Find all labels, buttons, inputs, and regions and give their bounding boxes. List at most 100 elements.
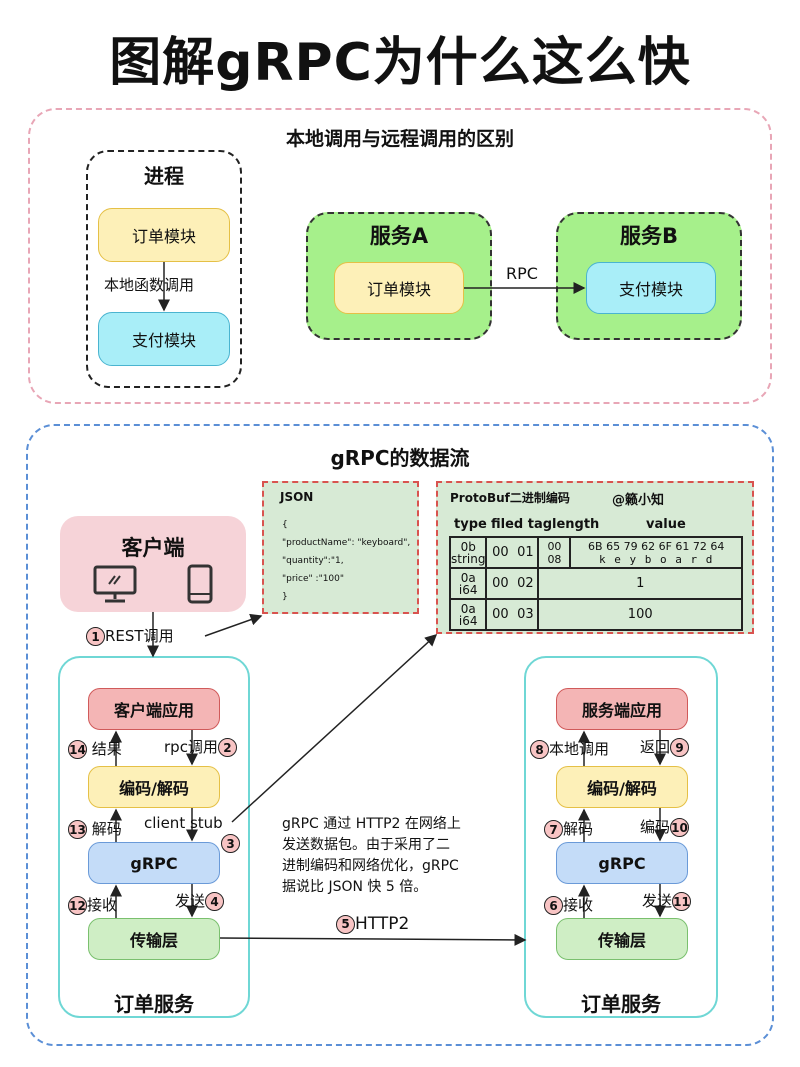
step-text: 本地调用 xyxy=(549,740,610,758)
pb-value-cell: 1 xyxy=(537,567,743,600)
page-title: 图解gRPC为什么这么快 xyxy=(109,33,691,93)
phone-icon xyxy=(187,564,213,604)
pb-field-cell: 00 xyxy=(485,567,514,600)
note-line: 据说比 JSON 快 5 倍。 xyxy=(282,879,428,895)
server-app-box: 服务端应用 xyxy=(556,688,688,730)
step-number: 12 xyxy=(68,896,87,915)
service-a-order-module: 订单模块 xyxy=(334,262,464,314)
grpc-dataflow-section xyxy=(26,424,774,1046)
local-vs-remote-section xyxy=(28,108,772,404)
process-title: 进程 xyxy=(144,164,184,188)
pb-hex: 6B 65 79 62 6F 61 72 64 xyxy=(588,539,725,553)
json-line: "productName": "keyboard", xyxy=(282,538,411,548)
client-app-box: 客户端应用 xyxy=(88,688,220,730)
pb-tag-cell: 01 xyxy=(513,536,540,569)
process-pay-module: 支付模块 xyxy=(98,312,230,366)
watermark: @籁小知 xyxy=(612,493,665,508)
left-service-title: 订单服务 xyxy=(114,992,194,1016)
client-card xyxy=(60,516,246,612)
step-number: 14 xyxy=(68,740,87,759)
table-row: 0a i64 00 02 1 xyxy=(448,567,743,600)
pb-type-cell: 0b string xyxy=(448,536,488,569)
step13-label: 13 解码 xyxy=(68,818,122,839)
json-line: "quantity":"1, xyxy=(282,556,344,566)
step-text: rpc调用 xyxy=(164,738,218,756)
protobuf-title: ProtoBuf二进制编码 xyxy=(450,491,570,505)
step11-label: 发送11 xyxy=(642,890,692,911)
right-service-title: 订单服务 xyxy=(581,992,661,1016)
http2-label: HTTP2 xyxy=(355,914,410,934)
pb-field-cell: 00 xyxy=(485,536,514,569)
left-codec-box: 编码/解码 xyxy=(88,766,220,808)
rpc-label: RPC xyxy=(506,264,538,283)
service-b-title: 服务B xyxy=(619,224,678,248)
pb-type-cell: 0a i64 xyxy=(448,598,488,631)
service-b-pay-module: 支付模块 xyxy=(586,262,716,314)
pb-field-cell: 00 xyxy=(485,598,514,631)
step-text: 解码 xyxy=(91,820,122,838)
protobuf-table: 0b string 00 01 00 08 6B 65 79 62 6F 61 … xyxy=(448,536,743,631)
pb-value-cell: 100 xyxy=(537,598,743,631)
step-text: 发送 xyxy=(175,892,206,910)
right-grpc-box: gRPC xyxy=(556,842,688,884)
pb-header-type: type xyxy=(454,517,487,532)
left-grpc-box: gRPC xyxy=(88,842,220,884)
pb-ascii: k e y b o a r d xyxy=(599,552,714,566)
json-panel xyxy=(262,481,419,614)
pb-length-cell: 00 08 xyxy=(537,536,572,569)
step-text: 编码 xyxy=(640,818,671,836)
pb-value-cell: 6B 65 79 62 6F 61 72 64 k e y b o a r d xyxy=(569,536,743,569)
step-number: 7 xyxy=(544,820,563,839)
step-text: REST调用 xyxy=(105,627,174,645)
step-text: 返回 xyxy=(640,738,671,756)
process-order-module: 订单模块 xyxy=(98,208,230,262)
step10-label: 编码10 xyxy=(640,816,690,837)
pb-header-length: length xyxy=(552,517,600,532)
process-container xyxy=(86,150,242,388)
step-number: 2 xyxy=(217,738,237,757)
right-codec-box: 编码/解码 xyxy=(556,766,688,808)
json-title: JSON xyxy=(280,490,314,504)
step-number: 6 xyxy=(544,896,563,915)
step-number: 3 xyxy=(221,834,240,853)
pb-tag-cell: 02 xyxy=(513,567,540,600)
step-text: client stub xyxy=(144,814,223,832)
monitor-icon xyxy=(93,565,137,603)
step-text: 发送 xyxy=(642,892,673,910)
step-number: 4 xyxy=(205,892,225,911)
step12-label: 12接收 xyxy=(68,894,117,915)
step-number: 10 xyxy=(670,818,690,837)
pb-type-cell: 0a i64 xyxy=(448,567,488,600)
section2-heading: gRPC的数据流 xyxy=(330,446,470,470)
note-line: gRPC 通过 HTTP2 在网络上 xyxy=(282,816,461,832)
client-title: 客户端 xyxy=(121,536,185,560)
right-transport-box: 传输层 xyxy=(556,918,688,960)
step-text: 接收 xyxy=(87,896,118,914)
service-a-title: 服务A xyxy=(369,224,429,248)
step-number: 5 xyxy=(336,914,355,934)
table-row: 0b string 00 01 00 08 6B 65 79 62 6F 61 … xyxy=(448,536,743,569)
right-order-service xyxy=(524,656,718,1018)
left-transport-box: 传输层 xyxy=(88,918,220,960)
step14-label: 14 结果 xyxy=(68,738,122,759)
step-number: 9 xyxy=(670,738,690,757)
step-text: 解码 xyxy=(563,820,594,838)
section1-heading: 本地调用与远程调用的区别 xyxy=(285,128,514,150)
step-text: 接收 xyxy=(563,896,594,914)
step-number: 13 xyxy=(68,820,87,839)
json-body: { "productName": "keyboard", "quantity":… xyxy=(282,516,410,606)
pb-tag-cell: 03 xyxy=(513,598,540,631)
step-number: 8 xyxy=(530,740,549,759)
json-line: } xyxy=(282,592,288,602)
step-text: 结果 xyxy=(91,740,122,758)
step3-number: 3 xyxy=(221,833,240,853)
json-line: "price" :"100" xyxy=(282,574,345,584)
